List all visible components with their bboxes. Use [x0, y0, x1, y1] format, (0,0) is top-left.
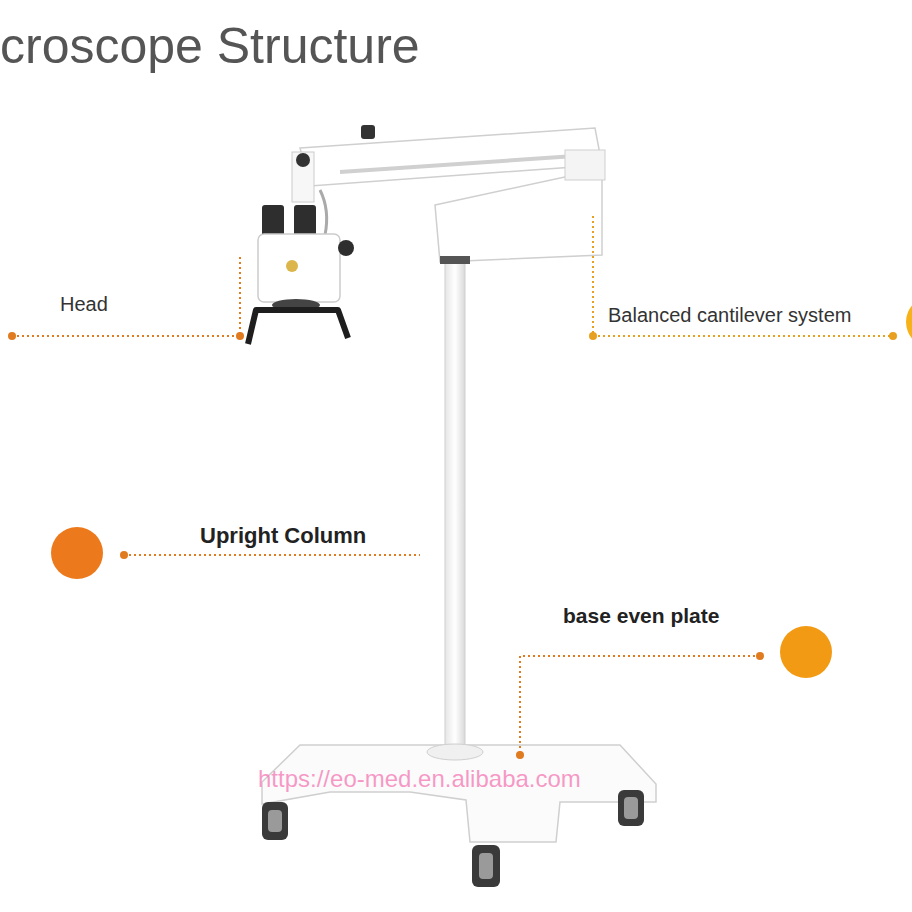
callout-dot — [120, 551, 128, 559]
upper-arm — [300, 128, 602, 186]
caster-hub — [479, 853, 493, 879]
column-hub — [427, 744, 483, 760]
light-cable — [320, 190, 327, 235]
callout-dot — [8, 332, 16, 340]
adjust-knob — [361, 125, 375, 139]
caster-wheel — [472, 845, 500, 887]
callout-dot — [889, 332, 897, 340]
arm-joint — [440, 256, 470, 264]
eyepiece — [294, 205, 316, 237]
handle-bar — [248, 310, 348, 344]
focus-knob — [338, 240, 354, 256]
leader-line — [593, 216, 893, 336]
page-title: croscope Structure — [0, 18, 420, 76]
leader-line — [520, 656, 760, 755]
arm-pivot — [565, 150, 605, 180]
part-label: base even plate — [563, 604, 719, 628]
callout-circle — [51, 527, 103, 579]
leader-line — [124, 554, 420, 556]
lower-arm — [435, 172, 602, 262]
base-plate — [262, 745, 656, 842]
head-body — [258, 234, 340, 302]
part-label: Balanced cantilever system — [608, 304, 851, 327]
callout-circle — [780, 626, 832, 678]
arm-spring-rail — [340, 155, 590, 172]
callout-dot — [236, 332, 244, 340]
caster-wheel — [262, 802, 288, 840]
leader-line — [12, 255, 240, 336]
caster-hub — [624, 797, 638, 819]
eyepiece — [262, 205, 284, 237]
caster-hub — [268, 810, 282, 832]
caster-wheel — [618, 790, 644, 826]
callout-dot — [756, 652, 764, 660]
part-label: Head — [60, 293, 108, 316]
upright-column — [445, 255, 465, 755]
callout-dot — [516, 751, 524, 759]
callout-circle — [906, 296, 912, 348]
callout-dot — [589, 332, 597, 340]
part-label: Upright Column — [200, 523, 366, 548]
head-mount — [292, 152, 314, 202]
watermark: https://eo-med.en.alibaba.com — [258, 765, 581, 793]
mount-knob — [296, 153, 310, 167]
head-badge — [286, 260, 298, 272]
